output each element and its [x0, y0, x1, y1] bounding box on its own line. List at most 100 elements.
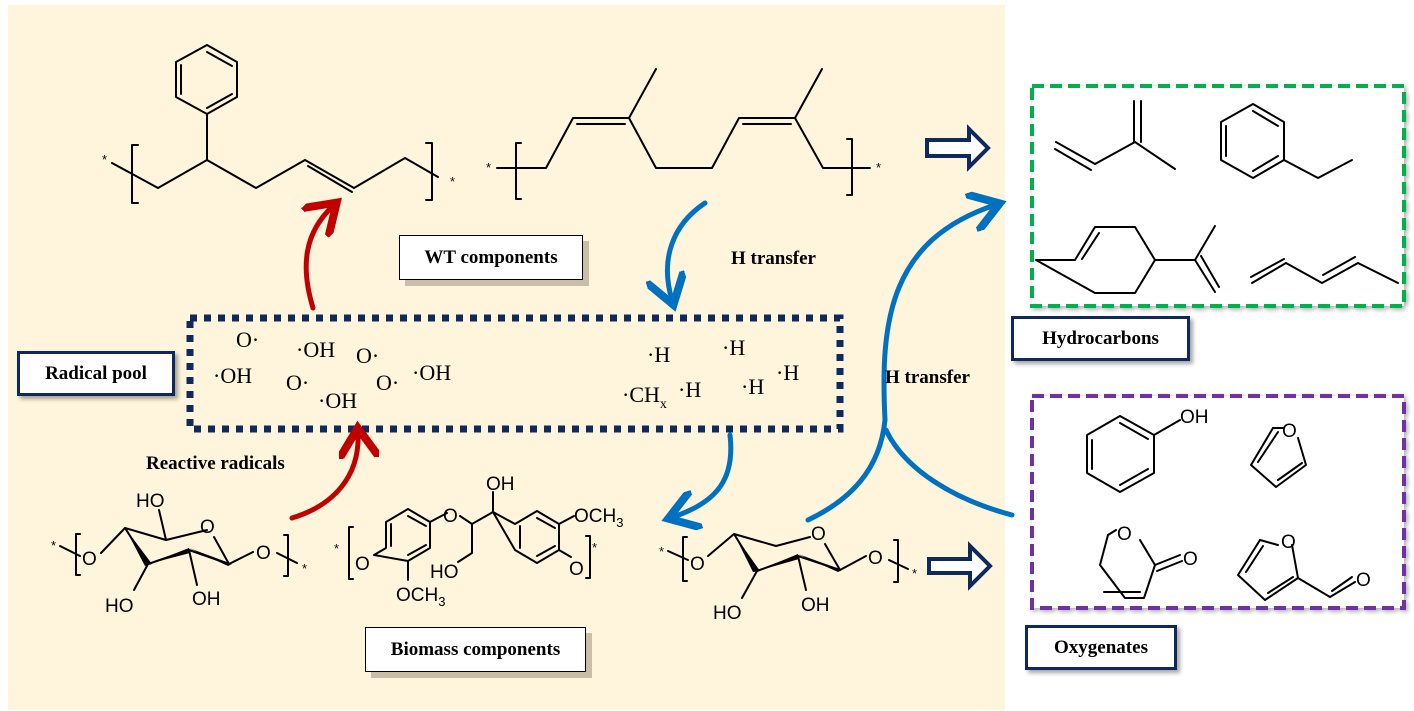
wedge-bond — [757, 554, 799, 571]
right-bracket — [283, 534, 289, 577]
double-bonds — [1257, 431, 1303, 481]
aromatic-double-bonds — [1225, 110, 1279, 172]
hydrocarbons-label: Hydrocarbons — [1011, 316, 1190, 361]
oxygenate-furfural: O O — [1237, 532, 1371, 601]
oxygenates-box — [1030, 394, 1406, 610]
bond — [797, 555, 807, 591]
polymer-backbone-bond — [111, 157, 439, 189]
atom-ho: HO — [105, 596, 134, 617]
double-bond-line — [307, 165, 353, 193]
radical-oh: ·OH — [296, 337, 335, 362]
double-bond — [1081, 232, 1100, 260]
right-bracket — [893, 539, 899, 583]
aromatic-double-bonds — [1091, 422, 1149, 486]
blue-arrow-branch-to-oxygenates — [883, 427, 1015, 518]
bond — [1054, 148, 1092, 171]
bond — [276, 552, 298, 564]
bond — [824, 543, 841, 571]
product-arrow-hydrocarbons — [925, 124, 991, 172]
ether-oxygen: O — [443, 506, 458, 527]
bond — [1153, 419, 1181, 436]
wedge-bond — [734, 534, 760, 572]
oxygenate-furan: O — [1250, 421, 1307, 488]
ring-oxygen: O — [200, 517, 215, 538]
carbonyl-bond — [1154, 554, 1183, 572]
atom-oh: OH — [192, 589, 221, 610]
methoxy-text: OCH — [574, 506, 616, 527]
atom-ho: HO — [136, 491, 165, 512]
atom-oh: OH — [801, 595, 830, 616]
hydrocarbon-isoprene — [1054, 100, 1176, 171]
wt-components-label: WT components — [399, 235, 583, 280]
polymer-end-star: * — [51, 538, 56, 553]
bond — [188, 549, 198, 586]
right-bracket — [585, 535, 591, 579]
polymer-end-star: * — [302, 561, 307, 576]
methoxy-subscript: 3 — [438, 594, 445, 609]
right-bracket — [846, 138, 853, 196]
pyranose-ring-bonds — [707, 533, 867, 572]
polymer-end-star: * — [592, 540, 597, 555]
isopropenyl-group — [1154, 225, 1220, 293]
atom-o: O — [256, 543, 271, 564]
ring-oxygen: O — [1282, 421, 1297, 442]
phenyl-ring — [175, 44, 238, 115]
radical-pool-box — [186, 314, 844, 433]
furan-ring — [1237, 539, 1299, 601]
bond — [133, 563, 149, 591]
radical-pool-label: Radical pool — [17, 351, 175, 396]
atom-o: O — [82, 549, 97, 570]
radical-oh: ·OH — [213, 363, 252, 388]
aldehyde-oxygen: O — [1356, 570, 1371, 591]
methoxy-text: OCH — [396, 585, 438, 606]
blue-arrow-h-transfer-to-hydrocarbons — [805, 205, 995, 523]
methoxy-group: OCH3 — [396, 585, 445, 609]
hydrocarbons-box — [1030, 84, 1406, 308]
reactive-radicals-label: Reactive radicals — [146, 453, 285, 474]
polymer-end-star: * — [450, 174, 455, 189]
bond — [1055, 141, 1176, 170]
lactone-ring — [1099, 534, 1156, 599]
polymer-end-star: * — [876, 160, 881, 175]
bond — [1251, 262, 1399, 284]
blue-arrow-h-transfer-down — [667, 200, 708, 300]
bond — [1259, 539, 1279, 546]
wedge-bond — [125, 528, 152, 566]
furan-ring — [1250, 427, 1307, 488]
radical-ch-base: ·CH — [622, 382, 660, 407]
oxygenate-furanone: O O — [1099, 524, 1198, 599]
radical-pool-contents: O· ·OH ·OH O· O· ·OH O· ·OH ·H ·H ·H ·H … — [213, 327, 799, 413]
aldehyde-group — [1297, 576, 1356, 598]
aromatic-ring-1 — [373, 508, 431, 562]
carbonyl-oxygen: O — [1183, 549, 1198, 570]
methoxy-group: OCH3 — [574, 506, 623, 530]
left-bracket — [75, 533, 81, 576]
left-bracket — [682, 536, 688, 582]
cyclohexene-ring — [1035, 226, 1156, 294]
bond — [1107, 529, 1117, 536]
blue-arrow-to-cellulose — [673, 432, 734, 517]
oxygenates-label: Oxygenates — [1025, 625, 1177, 670]
radical-h: ·H — [741, 374, 764, 399]
bond — [558, 515, 575, 525]
phenyl-double-bonds — [180, 51, 233, 109]
atom-ho: HO — [430, 562, 459, 583]
sbr-polymer-molecule: * * — [102, 44, 455, 204]
biomass-components-label: Biomass components — [365, 627, 586, 672]
product-arrow-oxygenates — [927, 541, 993, 591]
hydrocarbon-limonene — [1035, 225, 1220, 294]
hydrocarbon-pentadiene — [1250, 256, 1399, 284]
polymer-backbone-bond — [496, 117, 871, 169]
cellulose-molecule-right: * O O O * HO OH — [659, 524, 917, 624]
polymer-end-star: * — [912, 566, 917, 581]
radical-h: ·H — [678, 377, 701, 402]
atom-oh: OH — [1180, 407, 1209, 428]
right-bracket — [425, 142, 433, 201]
radical-h: ·H — [776, 360, 799, 385]
aromatic-double-bonds — [519, 517, 556, 557]
ring-oxygen: O — [811, 524, 826, 545]
atom-o: O — [690, 554, 705, 575]
polymer-end-star: * — [334, 541, 339, 556]
cellulose-molecule-left: * O O O * HO HO OH — [51, 491, 307, 617]
